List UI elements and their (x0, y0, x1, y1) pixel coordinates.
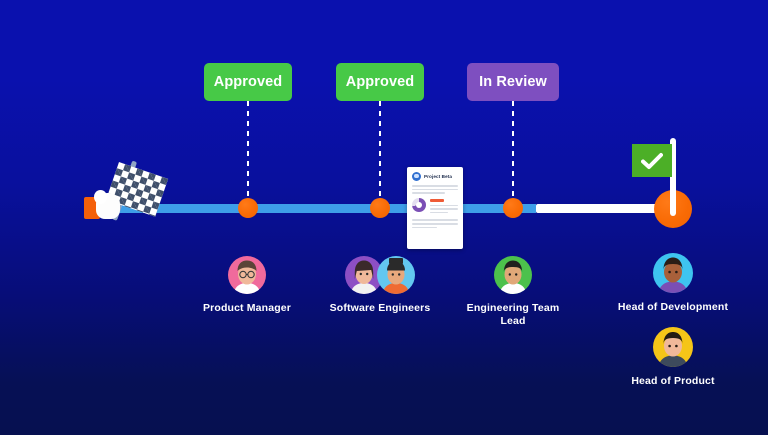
doc-text-line (430, 204, 458, 207)
avatar (653, 253, 693, 293)
avatar (377, 256, 415, 294)
badge-connector-1 (247, 101, 249, 205)
doc-text-line (412, 185, 458, 187)
document-chart-legend (430, 198, 458, 216)
doc-text-line (430, 208, 458, 210)
avatar (345, 256, 383, 294)
finish-flag-pole (670, 138, 676, 216)
timeline-node-3[interactable] (503, 198, 523, 218)
timeline-track-completed (96, 204, 536, 213)
person-label: Engineering Team Lead (466, 302, 560, 327)
user-avatar-icon (412, 172, 421, 181)
doc-text-line (412, 188, 458, 191)
status-badge-approved-1[interactable]: Approved (204, 63, 292, 101)
document-title: Project Beta (424, 174, 453, 179)
checkered-flag-icon (84, 160, 176, 222)
avatar-group (228, 256, 266, 294)
person-label: Software Engineers (329, 302, 431, 314)
document-header: Project Beta (412, 172, 458, 181)
project-document-card[interactable]: Project Beta (407, 167, 463, 249)
status-badge-label: In Review (479, 74, 547, 90)
status-badge-approved-2[interactable]: Approved (336, 63, 424, 101)
green-check-flag-icon (632, 138, 692, 218)
donut-chart-icon (412, 197, 426, 212)
hand-thumb (94, 190, 107, 204)
doc-text-line (412, 223, 458, 225)
person-label: Product Manager (202, 302, 291, 314)
timeline-node-1[interactable] (238, 198, 258, 218)
avatar-group (494, 256, 532, 294)
timeline-node-2[interactable] (370, 198, 390, 218)
person-head-of-development[interactable]: Head of Development (603, 253, 743, 314)
badge-connector-3 (512, 101, 514, 205)
avatar (228, 256, 266, 294)
avatar-group (345, 256, 415, 294)
avatar (494, 256, 532, 294)
avatar-face-icon (659, 257, 687, 293)
check-icon (641, 152, 663, 169)
avatar-face-icon (351, 260, 377, 294)
doc-text-line (430, 211, 449, 214)
document-chart-row (412, 197, 458, 216)
status-badge-label: Approved (345, 74, 415, 90)
avatar (653, 327, 693, 367)
person-head-of-product[interactable]: Head of Product (603, 327, 743, 388)
avatar-group (653, 253, 693, 293)
status-badge-in-review[interactable]: In Review (467, 63, 559, 101)
person-label: Head of Product (631, 375, 715, 387)
doc-text-line (412, 226, 438, 229)
avatar-face-icon (659, 332, 687, 367)
finish-flag-cloth (632, 144, 672, 177)
doc-text-line (412, 219, 458, 222)
person-engineering-team-lead[interactable]: Engineering Team Lead (448, 256, 578, 328)
doc-text-line (412, 192, 446, 194)
timeline-track-remaining (536, 204, 676, 213)
avatar-face-icon (383, 258, 409, 294)
status-badge-label: Approved (213, 74, 283, 90)
avatar-face-icon (234, 260, 260, 294)
person-software-engineers[interactable]: Software Engineers (310, 256, 450, 315)
person-label: Head of Development (617, 301, 729, 313)
avatar-face-icon (500, 260, 526, 294)
person-product-manager[interactable]: Product Manager (177, 256, 317, 315)
badge-connector-2 (379, 101, 381, 205)
avatar-group (653, 327, 693, 367)
doc-highlight-bar (430, 198, 444, 203)
